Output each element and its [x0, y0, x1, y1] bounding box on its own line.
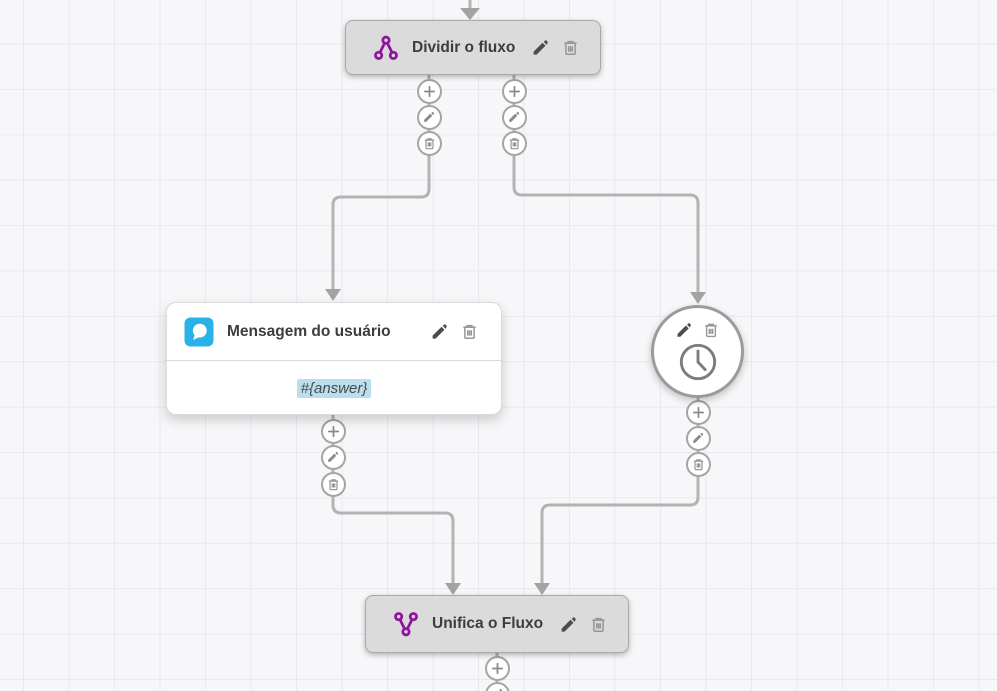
edit-node-button[interactable]	[531, 38, 550, 57]
edit-connector-button[interactable]	[416, 104, 442, 130]
trash-icon	[509, 137, 519, 149]
delete-connector-button[interactable]	[501, 130, 527, 156]
pencil-icon	[693, 432, 704, 443]
pencil-icon	[509, 111, 520, 122]
delete-node-button[interactable]	[561, 38, 580, 57]
chat-bubble-icon	[184, 317, 214, 347]
plus-icon	[692, 406, 704, 418]
edit-connector-button[interactable]	[685, 425, 711, 451]
trash-icon	[463, 324, 476, 340]
node-title: Unifica o Fluxo	[432, 615, 544, 632]
arrowhead-into-message	[325, 289, 341, 301]
edit-connector-button[interactable]	[320, 444, 346, 470]
delete-connector-button[interactable]	[685, 451, 711, 477]
add-block-button[interactable]	[416, 78, 442, 104]
pencil-icon	[533, 40, 548, 55]
node-divider[interactable]: Dividir o fluxo	[345, 20, 601, 75]
trash-icon	[705, 323, 717, 338]
delete-node-button[interactable]	[589, 615, 608, 634]
trash-icon	[424, 137, 434, 149]
arrowhead-into-merge-right	[534, 583, 550, 595]
trash-icon	[592, 617, 605, 632]
pencil-icon	[561, 616, 576, 632]
add-block-button[interactable]	[484, 655, 510, 681]
trash-icon	[328, 478, 338, 490]
split-icon	[373, 35, 399, 61]
plus-icon	[423, 85, 435, 97]
pencil-icon	[497, 688, 503, 691]
delete-node-button[interactable]	[460, 322, 479, 341]
clock-icon	[677, 341, 719, 383]
connector-divider-to-timer	[512, 75, 700, 292]
plus-icon	[327, 425, 339, 437]
node-title: Dividir o fluxo	[412, 38, 516, 56]
connector-timer-to-merge	[540, 397, 700, 583]
node-header: Mensagem do usuário	[167, 303, 501, 361]
arrowhead-into-divider	[460, 8, 480, 20]
pencil-icon	[432, 324, 447, 339]
add-block-button[interactable]	[685, 399, 711, 425]
node-body: #{answer}	[167, 361, 501, 415]
edit-node-button[interactable]	[430, 322, 449, 341]
node-timer[interactable]	[651, 305, 744, 398]
connector-message-to-merge	[331, 414, 455, 583]
plus-icon	[491, 662, 503, 674]
delete-connector-button[interactable]	[320, 471, 346, 497]
delete-node-button[interactable]	[702, 321, 720, 339]
pencil-icon	[677, 323, 691, 337]
add-block-button[interactable]	[501, 78, 527, 104]
edit-connector-button[interactable]	[501, 104, 527, 130]
trash-icon	[564, 40, 577, 56]
arrowhead-into-timer	[690, 292, 706, 304]
plus-icon	[508, 85, 520, 97]
pencil-icon	[424, 111, 435, 122]
variable-value: #{answer}	[296, 378, 372, 398]
edit-node-button[interactable]	[559, 615, 578, 634]
trash-icon	[693, 458, 703, 470]
node-title: Mensagem do usuário	[227, 322, 391, 340]
edit-node-button[interactable]	[675, 321, 693, 339]
node-user-message[interactable]: Mensagem do usuário #{answer}	[166, 302, 502, 415]
add-block-button[interactable]	[320, 418, 346, 444]
arrowhead-into-merge-left	[445, 583, 461, 595]
merge-icon	[393, 611, 419, 637]
delete-connector-button[interactable]	[416, 130, 442, 156]
pencil-icon	[328, 451, 339, 462]
node-merge[interactable]: Unifica o Fluxo	[365, 595, 629, 653]
connector-divider-to-message	[331, 75, 431, 289]
